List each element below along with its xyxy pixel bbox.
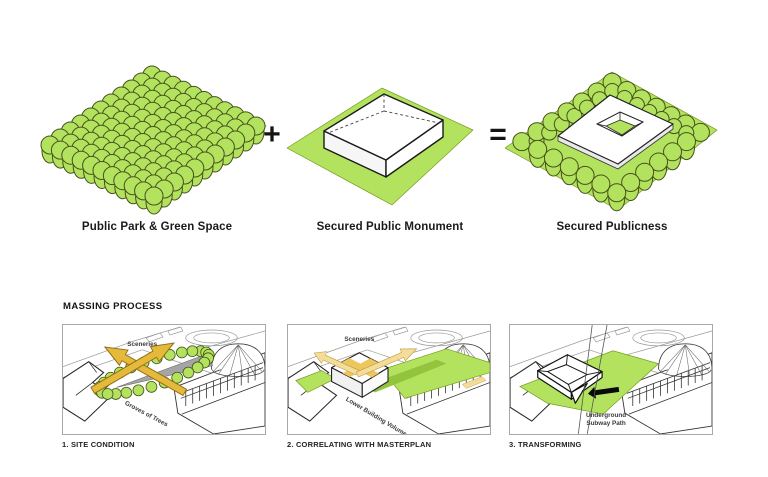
subway-path-label: Subway Path bbox=[586, 420, 626, 427]
underground-label: Underground bbox=[586, 412, 626, 419]
step-transforming: Underground Subway Path bbox=[509, 324, 713, 435]
tree-grid bbox=[40, 65, 266, 215]
sceneries-label: Sceneries bbox=[344, 336, 374, 343]
diagram-public-park bbox=[40, 65, 267, 215]
diagram-secured-publicness bbox=[505, 71, 718, 212]
groves-of-trees-label: Groves of Trees bbox=[123, 400, 169, 429]
label-public-park: Public Park & Green Space bbox=[81, 221, 233, 233]
diagram-public-monument bbox=[286, 87, 474, 206]
monument-box bbox=[323, 93, 444, 178]
masterplan-green-zone bbox=[381, 348, 490, 399]
plus-operator: + bbox=[263, 118, 281, 151]
step-correlating-masterplan: Sceneries Lower Building Volume bbox=[287, 324, 491, 435]
label-public-monument: Secured Public Monument bbox=[316, 221, 464, 233]
subway-path-lines bbox=[577, 325, 608, 434]
equals-operator: = bbox=[489, 118, 507, 151]
lower-building-volume-label: Lower Building Volume bbox=[344, 396, 408, 434]
plateau bbox=[557, 94, 674, 170]
sunken-courtyard bbox=[595, 111, 645, 137]
tree-ring-front bbox=[528, 132, 696, 212]
sceneries-label: Sceneries bbox=[127, 341, 157, 348]
path-strip bbox=[461, 376, 487, 389]
caption-correlating: 2. CORRELATING WITH MASTERPLAN bbox=[287, 440, 432, 449]
roof-cross bbox=[341, 355, 380, 380]
hidden-edge-dashes bbox=[327, 94, 440, 134]
label-secured-publicness: Secured Publicness bbox=[556, 221, 668, 233]
caption-site-condition: 1. SITE CONDITION bbox=[62, 440, 135, 449]
massing-process-title: MASSING PROCESS bbox=[63, 301, 163, 312]
transformed-building bbox=[537, 354, 603, 404]
caption-transforming: 3. TRANSFORMING bbox=[509, 440, 582, 449]
step-site-condition: Sceneries Groves of Trees bbox=[62, 324, 266, 435]
